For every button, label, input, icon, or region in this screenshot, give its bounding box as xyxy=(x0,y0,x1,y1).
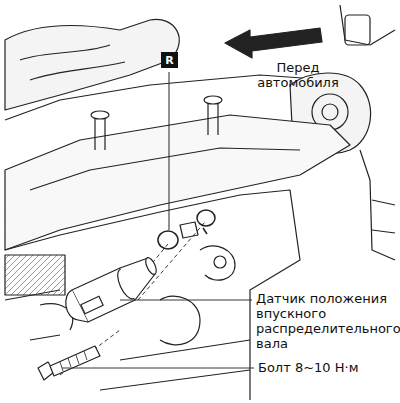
direction-label: Перед автомобиля xyxy=(248,60,348,90)
torque-label: Болт 8~10 Н·м xyxy=(258,360,388,375)
callout-letter: R xyxy=(165,54,173,67)
callout-box: R xyxy=(161,52,178,68)
part-label: Датчик положения впускного распределител… xyxy=(256,291,394,351)
